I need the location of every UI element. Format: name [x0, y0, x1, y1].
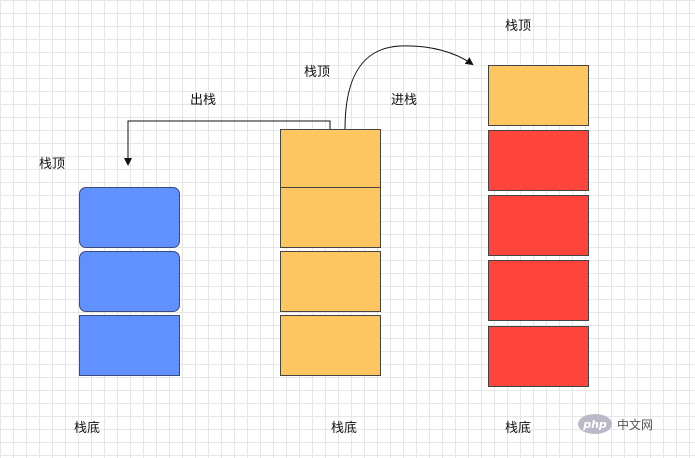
- push-arrow: [344, 45, 474, 130]
- label-bottom-left: 栈底: [74, 421, 101, 436]
- right-stack-top-block: [488, 65, 589, 126]
- watermark-text: 中文网: [617, 417, 654, 432]
- right-stack-block-4: [488, 326, 589, 387]
- left-stack-block-3: [79, 315, 180, 376]
- middle-stack-block-1: [280, 129, 381, 188]
- right-stack-block-1: [488, 130, 589, 191]
- right-stack-block-3: [488, 260, 589, 321]
- middle-stack-block-4: [280, 315, 381, 376]
- middle-stack-block-2: [280, 187, 381, 248]
- label-pop: 出栈: [190, 93, 217, 108]
- right-stack-block-2: [488, 195, 589, 256]
- left-stack-block-2: [79, 251, 180, 312]
- middle-stack-block-3: [280, 251, 381, 312]
- watermark: php 中文网: [578, 410, 692, 438]
- label-top-middle: 栈顶: [304, 65, 331, 80]
- label-bottom-right: 栈底: [505, 421, 532, 436]
- php-logo: php: [578, 414, 612, 434]
- label-bottom-middle: 栈底: [331, 421, 358, 436]
- label-push: 进栈: [391, 93, 418, 108]
- label-top-left: 栈顶: [39, 157, 66, 172]
- label-top-right: 栈顶: [505, 19, 532, 34]
- left-stack-block-1: [79, 187, 180, 248]
- pop-arrow: [124, 120, 331, 166]
